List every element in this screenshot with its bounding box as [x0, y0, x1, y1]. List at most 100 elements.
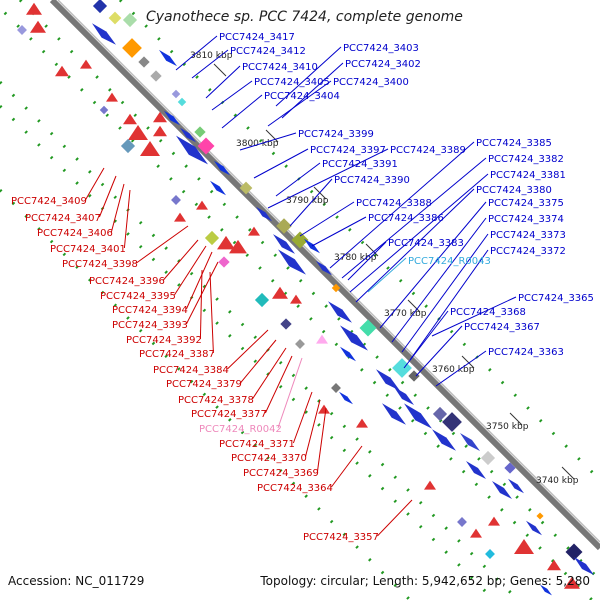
- forward-gene-arrow[interactable]: [164, 110, 180, 126]
- reverse-gene-arrow[interactable]: [290, 294, 302, 304]
- reverse-gene-arrow[interactable]: [196, 200, 208, 210]
- gene-feature[interactable]: [331, 383, 341, 393]
- forward-gene-arrow[interactable]: [376, 369, 400, 391]
- gene-feature[interactable]: [239, 181, 253, 195]
- forward-gene-arrow[interactable]: [214, 160, 230, 176]
- gene-feature[interactable]: [280, 318, 292, 330]
- gene-feature[interactable]: [392, 358, 412, 378]
- reverse-gene-arrow[interactable]: [488, 516, 500, 526]
- gene-feature[interactable]: [504, 462, 516, 474]
- forward-gene-arrow[interactable]: [574, 557, 594, 575]
- gene-feature[interactable]: [565, 543, 583, 561]
- forward-gene-arrow[interactable]: [460, 433, 480, 451]
- forward-gene-arrow[interactable]: [526, 520, 542, 536]
- reverse-gene-arrow[interactable]: [26, 2, 42, 15]
- reverse-gene-arrow[interactable]: [547, 559, 561, 571]
- reverse-gene-arrow[interactable]: [140, 141, 160, 156]
- reverse-gene-arrow[interactable]: [80, 59, 92, 69]
- forward-gene-arrow[interactable]: [256, 206, 272, 222]
- gene-feature[interactable]: [108, 11, 122, 25]
- forward-gene-arrow[interactable]: [492, 481, 512, 499]
- gene-feature[interactable]: [331, 283, 341, 293]
- forward-gene-label: PCC7424_3410: [242, 62, 318, 73]
- forward-gene-label: PCC7424_3382: [488, 154, 564, 165]
- reverse-gene-arrow[interactable]: [356, 418, 368, 428]
- reverse-gene-arrow[interactable]: [248, 226, 260, 236]
- forward-gene-arrow[interactable]: [159, 49, 177, 67]
- reverse-gene-arrow[interactable]: [30, 20, 46, 33]
- reverse-gene-arrow[interactable]: [564, 576, 580, 589]
- gene-feature[interactable]: [177, 97, 187, 107]
- gene-feature[interactable]: [276, 218, 292, 234]
- forward-label-leader: [341, 157, 487, 279]
- gene-feature[interactable]: [194, 126, 206, 138]
- reverse-gene-arrow[interactable]: [229, 239, 247, 254]
- gene-feature[interactable]: [254, 292, 270, 308]
- reverse-gene-label: PCC7424_3393: [112, 320, 188, 331]
- reverse-gene-arrow[interactable]: [153, 111, 167, 123]
- reverse-gene-arrow[interactable]: [123, 113, 137, 125]
- forward-gene-arrow[interactable]: [328, 301, 352, 323]
- gene-feature[interactable]: [408, 370, 420, 382]
- reverse-label-leader: [292, 391, 313, 444]
- gene-feature[interactable]: [432, 406, 448, 422]
- forward-label-leader: [349, 173, 489, 293]
- reverse-gene-arrow[interactable]: [424, 480, 436, 490]
- reverse-gene-arrow[interactable]: [55, 65, 69, 77]
- forward-gene-arrow[interactable]: [432, 429, 456, 451]
- gene-feature[interactable]: [204, 230, 220, 246]
- reverse-gene-arrow[interactable]: [470, 528, 482, 538]
- gene-feature[interactable]: [218, 256, 230, 268]
- forward-gene-arrow[interactable]: [466, 461, 486, 479]
- forward-gene-arrow[interactable]: [394, 387, 414, 405]
- gene-feature[interactable]: [359, 319, 377, 337]
- gene-feature[interactable]: [197, 137, 215, 155]
- forward-gene-arrow[interactable]: [278, 249, 306, 275]
- gene-feature[interactable]: [122, 38, 142, 58]
- gene-feature[interactable]: [295, 339, 305, 349]
- forward-gene-arrow[interactable]: [92, 23, 116, 45]
- gene-feature[interactable]: [536, 512, 544, 520]
- forward-gene-arrow[interactable]: [404, 403, 432, 429]
- forward-gene-arrow[interactable]: [508, 478, 524, 494]
- forward-gene-label: PCC7424_3403: [343, 43, 419, 54]
- gene-feature[interactable]: [171, 195, 181, 205]
- gene-feature[interactable]: [442, 412, 462, 432]
- reverse-gene-label: PCC7424_3370: [231, 453, 307, 464]
- reverse-gene-arrow[interactable]: [514, 539, 534, 554]
- gene-feature[interactable]: [99, 105, 109, 115]
- gene-feature[interactable]: [92, 0, 108, 14]
- reverse-label-leader: [173, 245, 207, 296]
- gene-feature[interactable]: [485, 549, 495, 559]
- forward-gene-arrow[interactable]: [273, 234, 295, 254]
- reverse-gene-label: PCC7424_3377: [191, 409, 267, 420]
- reverse-gene-arrow[interactable]: [316, 334, 328, 344]
- gene-feature[interactable]: [150, 70, 162, 82]
- forward-gene-label: PCC7424_3390: [334, 175, 410, 186]
- gene-feature[interactable]: [480, 450, 496, 466]
- forward-gene-arrow[interactable]: [176, 135, 208, 165]
- reverse-gene-arrow[interactable]: [318, 404, 330, 414]
- reverse-label-leader: [199, 269, 203, 340]
- forward-gene-label: PCC7424_3365: [518, 293, 594, 304]
- forward-gene-arrow[interactable]: [180, 127, 196, 143]
- gene-feature[interactable]: [457, 517, 467, 527]
- reverse-gene-arrow[interactable]: [272, 286, 288, 299]
- gene-feature[interactable]: [138, 56, 150, 68]
- reverse-gene-arrow[interactable]: [217, 235, 235, 250]
- forward-gene-arrow[interactable]: [382, 403, 406, 425]
- reverse-gene-arrow[interactable]: [128, 125, 148, 140]
- forward-gene-arrow[interactable]: [340, 346, 356, 362]
- forward-gene-arrow[interactable]: [210, 180, 226, 196]
- reverse-label-leader: [84, 167, 105, 201]
- reverse-gene-arrow[interactable]: [174, 212, 186, 222]
- gene-feature[interactable]: [291, 231, 309, 249]
- forward-gene-arrow[interactable]: [339, 391, 353, 405]
- reverse-gene-arrow[interactable]: [153, 125, 167, 137]
- gene-feature[interactable]: [171, 89, 181, 99]
- forward-gene-arrow[interactable]: [540, 584, 552, 596]
- gene-feature[interactable]: [122, 12, 138, 28]
- reverse-gene-arrow[interactable]: [106, 92, 118, 102]
- forward-gene-arrow[interactable]: [340, 325, 368, 351]
- forward-gene-arrow[interactable]: [316, 260, 332, 276]
